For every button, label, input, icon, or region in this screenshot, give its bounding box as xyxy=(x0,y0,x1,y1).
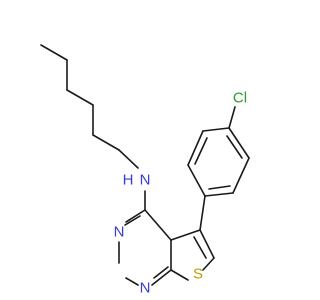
bond xyxy=(187,130,204,166)
sulfur-label: S xyxy=(193,266,203,283)
bond xyxy=(226,135,243,159)
bond xyxy=(66,89,94,106)
bond xyxy=(118,149,139,169)
chlorophenyl-ring xyxy=(187,106,250,197)
bond xyxy=(144,209,172,241)
amine-nitrogen-label: N xyxy=(140,172,151,189)
bond xyxy=(228,127,250,159)
bond xyxy=(232,157,250,194)
bond xyxy=(199,195,206,231)
bond xyxy=(170,229,201,241)
bond xyxy=(204,192,234,197)
bond xyxy=(151,269,172,286)
bond xyxy=(40,44,68,61)
bond xyxy=(202,257,215,271)
bond xyxy=(153,266,169,279)
bond xyxy=(208,185,231,190)
bond xyxy=(193,236,207,259)
hexyl-chain xyxy=(40,44,139,169)
bond xyxy=(199,229,215,259)
atom-labels: Cl N H N N S xyxy=(114,90,248,297)
bond xyxy=(124,215,141,226)
bond xyxy=(228,106,236,129)
bond xyxy=(194,137,208,165)
amine-hydrogen-label: H xyxy=(123,172,134,189)
bond xyxy=(92,134,120,151)
molecule-canvas: Cl N H N N S xyxy=(40,44,250,297)
chlorine-label: Cl xyxy=(233,90,247,107)
molecule-structure: Cl N H N N S xyxy=(40,44,250,297)
thiophene-ring xyxy=(170,229,215,281)
pyrimidine-nitrogen-label: N xyxy=(114,224,125,241)
bond xyxy=(187,164,206,197)
bond xyxy=(125,209,146,223)
bond xyxy=(125,277,139,286)
bond xyxy=(170,269,189,281)
pyrimidine-ring xyxy=(118,209,172,286)
bond xyxy=(202,127,230,132)
pyrimidine-nitrogen-label: N xyxy=(140,280,151,297)
